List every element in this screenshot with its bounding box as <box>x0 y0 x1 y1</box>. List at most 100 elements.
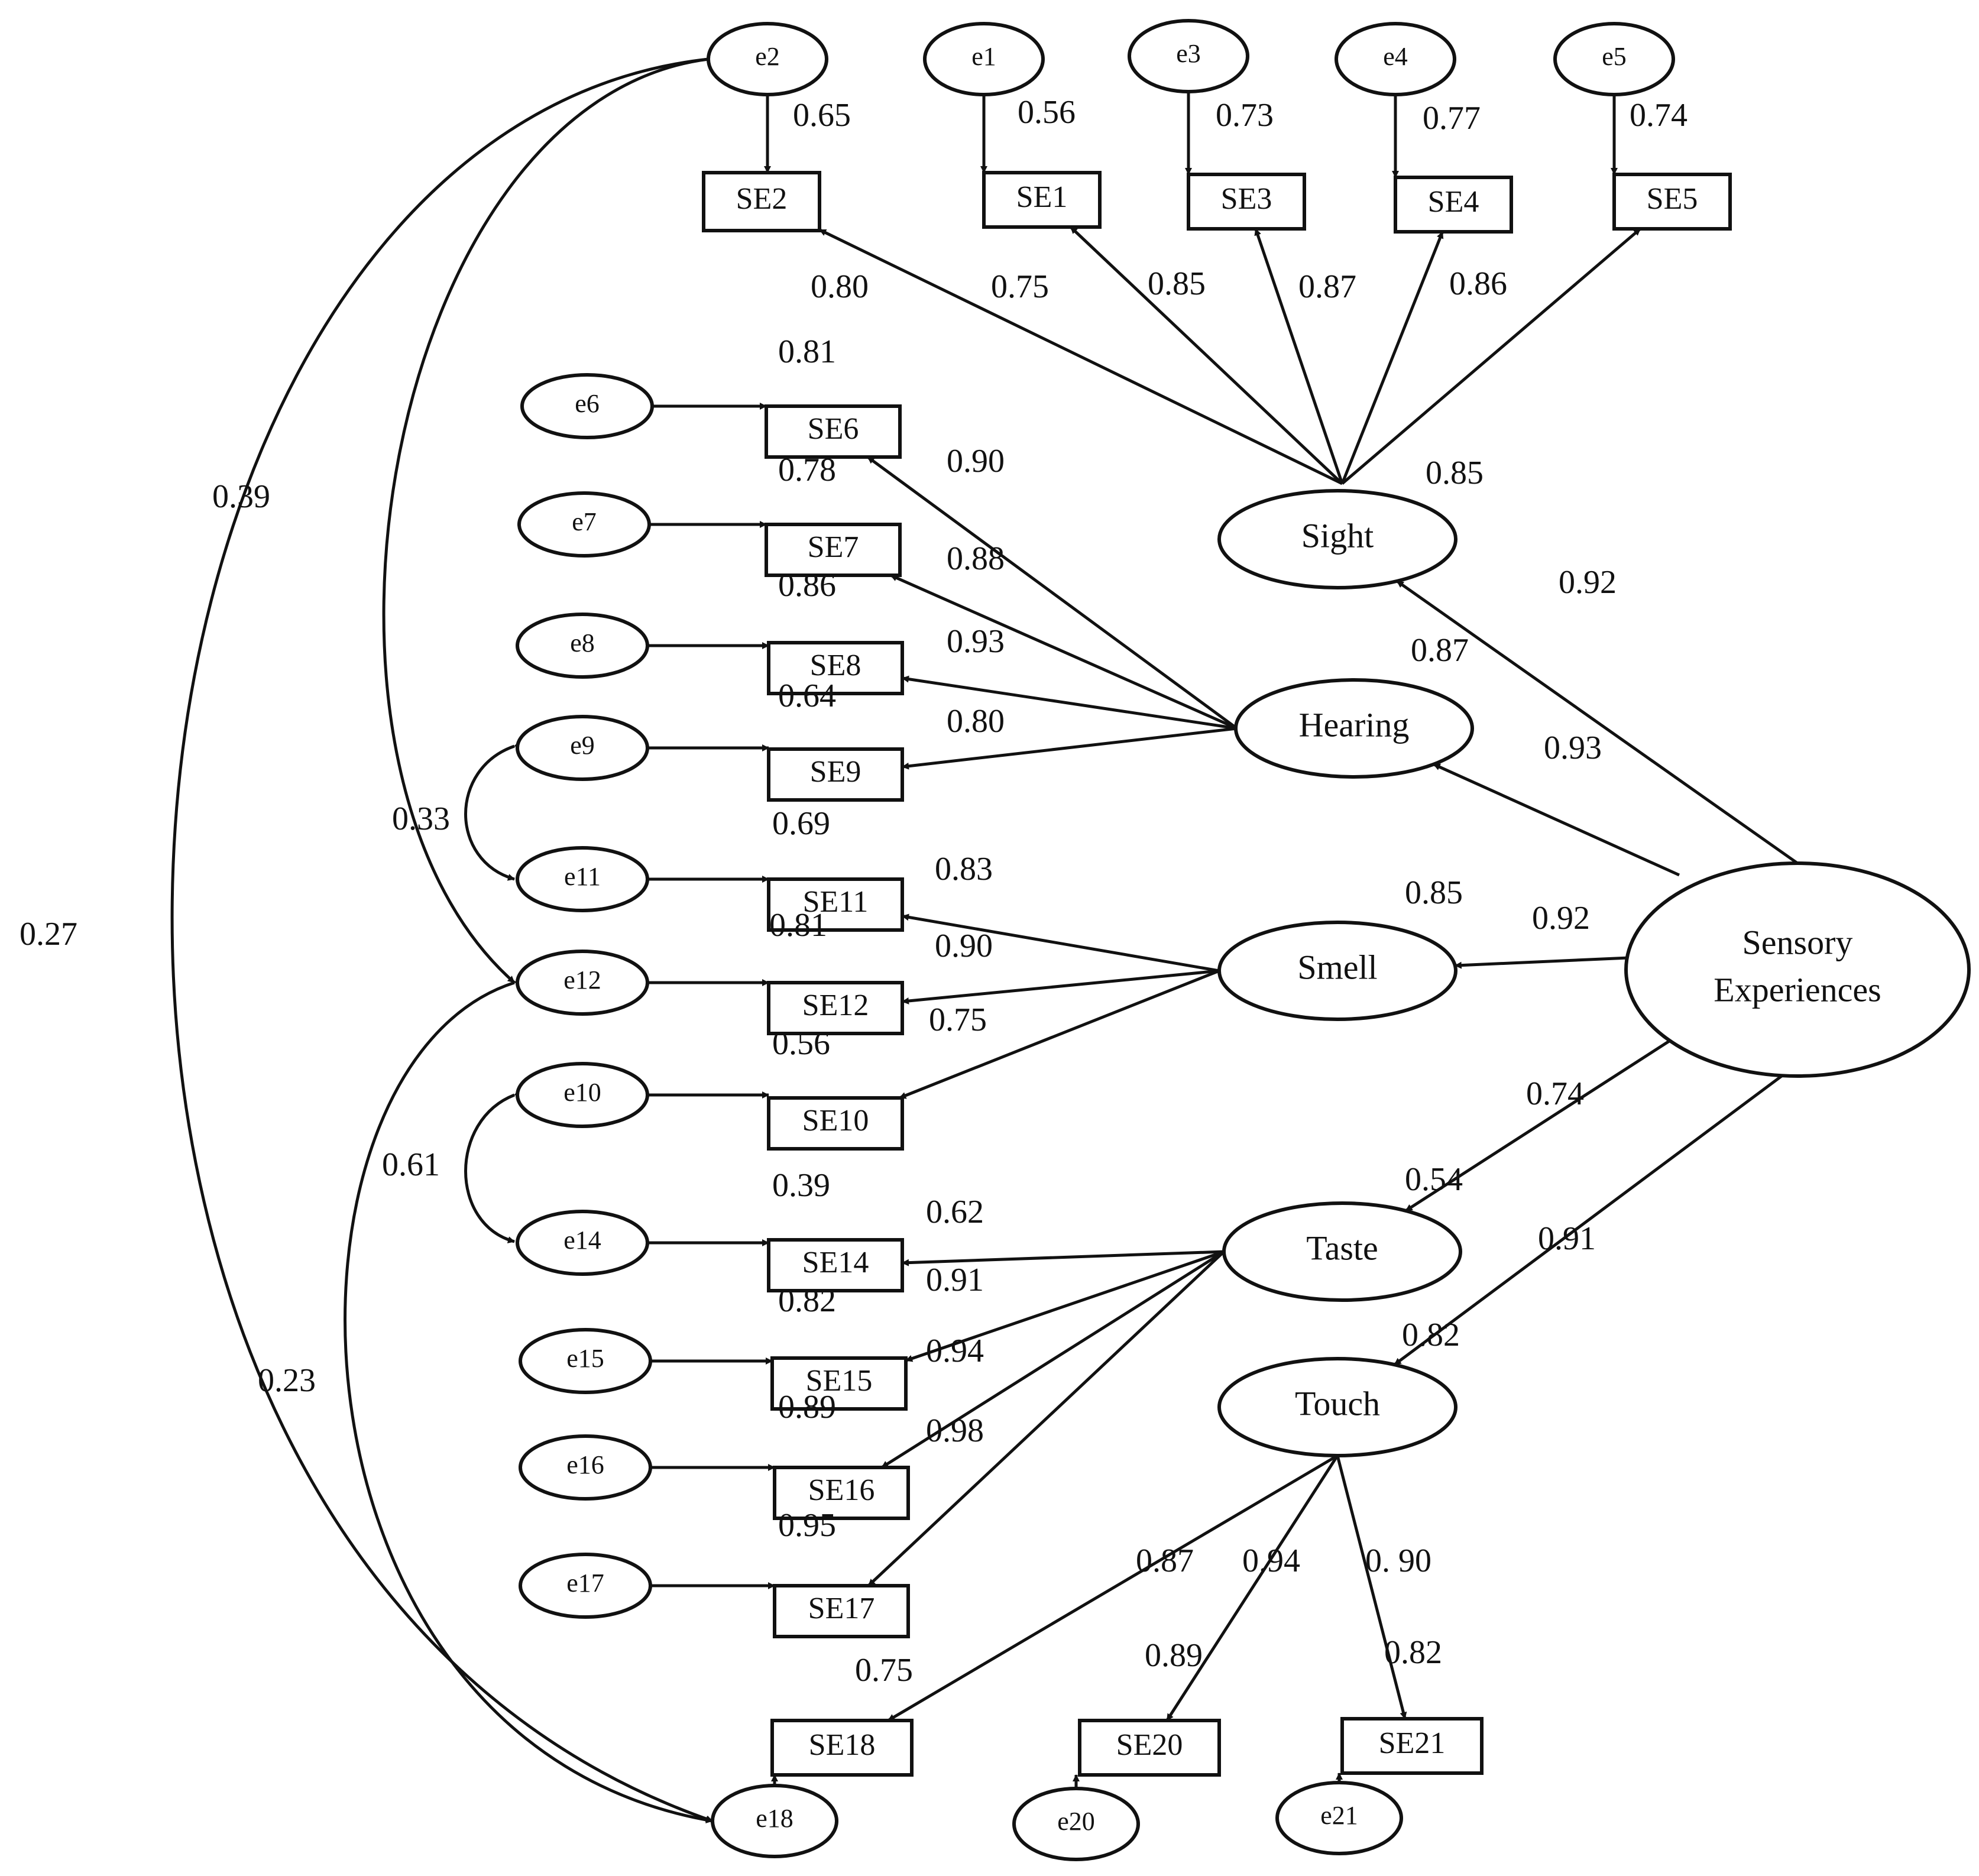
r2-label-taste: 0.54 <box>1405 1161 1463 1198</box>
r2-label-se6: 0.81 <box>778 333 836 370</box>
covariance-label-e9-e11: 0.33 <box>392 801 450 837</box>
latent-ellipse <box>1217 921 1457 1021</box>
error-e4: e4 <box>1335 22 1456 96</box>
r2-label-se1: 0.56 <box>1018 94 1076 131</box>
error-label: e4 <box>1383 42 1408 71</box>
r2-label-se20: 0.89 <box>1145 1637 1203 1674</box>
error-label: e18 <box>756 1804 793 1833</box>
error-ellipse <box>707 22 828 96</box>
r2-label-se4: 0.77 <box>1423 100 1481 137</box>
error-ellipse <box>519 1434 652 1501</box>
error-ellipse <box>516 1210 649 1276</box>
path-arrow-taste-to-se16 <box>880 1250 1225 1469</box>
error-e14: e14 <box>516 1210 649 1276</box>
loading-label-se12: 0.90 <box>935 928 993 964</box>
path-arrow-touch-to-se21 <box>1336 1455 1407 1719</box>
indicator-se3: SE3 <box>1187 173 1306 231</box>
indicator-se5: SE5 <box>1612 173 1732 231</box>
loading-label-se11: 0.83 <box>935 851 993 887</box>
indicator-box <box>767 747 904 802</box>
loading-label-se1: 0.75 <box>991 268 1049 305</box>
path-arrow-touch-to-se18 <box>887 1454 1339 1722</box>
covariance-arc-e12-e18 <box>344 977 713 1824</box>
loading-label-touch: 0.91 <box>1538 1220 1596 1257</box>
error-e8: e8 <box>516 613 649 679</box>
loading-label-se4: 0.87 <box>1298 268 1356 305</box>
indicator-label: SE9 <box>810 755 861 789</box>
r2-label-se18: 0.75 <box>855 1652 913 1689</box>
latent-smell: Smell <box>1217 921 1457 1021</box>
r2-label-se15: 0.82 <box>778 1282 836 1319</box>
edges-layer <box>647 92 1799 1788</box>
r2-label-se7: 0.78 <box>778 452 836 488</box>
error-label: e14 <box>563 1226 601 1255</box>
path-arrow-sight-to-se5 <box>1341 228 1641 485</box>
indicator-se14: SE14 <box>767 1238 904 1292</box>
indicator-label: SE8 <box>810 649 861 682</box>
latent-touch: Touch <box>1217 1357 1457 1457</box>
loading-label-se10: 0.75 <box>929 1002 987 1038</box>
indicator-box <box>767 1238 904 1292</box>
covariance-label-e12-e18: 0.23 <box>258 1362 316 1399</box>
error-label: e11 <box>564 862 601 891</box>
path-arrow-taste-to-se14 <box>902 1250 1225 1266</box>
r2-label-touch: 0.82 <box>1402 1317 1460 1353</box>
loading-label-se8: 0.93 <box>947 623 1005 660</box>
error-label: e16 <box>566 1450 604 1479</box>
r2-label-se8: 0.86 <box>778 567 836 604</box>
error-e20: e20 <box>1012 1787 1140 1861</box>
coefficient-labels: 0.920.850.930.870.920.850.740.540.910.82… <box>20 94 1688 1689</box>
indicator-se18: SE18 <box>770 1719 914 1777</box>
error-ellipse <box>516 1062 649 1128</box>
indicator-se4: SE4 <box>1394 176 1513 234</box>
r2-label-se21: 0.82 <box>1384 1634 1442 1671</box>
error-ellipse <box>1335 22 1456 96</box>
r2-label-se5: 0.74 <box>1630 97 1688 134</box>
path-arrow-smell-to-se12 <box>902 969 1220 1005</box>
error-ellipse <box>516 715 649 781</box>
covariance-label-e2-e12: 0.39 <box>212 478 270 515</box>
indicator-label: SE17 <box>808 1592 875 1625</box>
loading-label-se7: 0.88 <box>947 540 1005 577</box>
indicator-box <box>1078 1719 1221 1777</box>
loading-label-se21: 0. 90 <box>1365 1543 1431 1579</box>
latent-label: Experiences <box>1714 970 1881 1009</box>
indicator-label: SE11 <box>803 885 869 919</box>
indicator-se20: SE20 <box>1078 1719 1221 1777</box>
r2-label-se11: 0.69 <box>772 805 830 842</box>
latent-label: Taste <box>1306 1229 1378 1267</box>
error-label: e6 <box>575 389 600 418</box>
r2-label-se2: 0.65 <box>793 97 851 134</box>
indicator-label: SE12 <box>802 989 869 1022</box>
loading-label-smell: 0.92 <box>1532 900 1590 937</box>
error-ellipse <box>1012 1787 1140 1861</box>
indicator-se10: SE10 <box>767 1096 904 1151</box>
error-label: e10 <box>563 1078 601 1107</box>
covariance-label-e2-e18: 0.27 <box>20 916 77 952</box>
error-label: e7 <box>572 507 597 536</box>
path-arrow-hearing-to-se6 <box>867 455 1238 730</box>
latent-ellipse <box>1624 861 1971 1078</box>
loading-label-hearing: 0.93 <box>1544 730 1602 766</box>
indicator-box <box>982 171 1102 229</box>
loading-label-se5: 0.86 <box>1449 265 1507 302</box>
r2-label-se9: 0.64 <box>778 678 836 714</box>
path-arrow-sensory-to-taste <box>1405 1033 1680 1212</box>
error-ellipse <box>519 1328 652 1394</box>
indicator-box <box>773 1584 910 1638</box>
indicator-box <box>767 877 904 932</box>
indicator-box <box>770 1719 914 1777</box>
error-e7: e7 <box>517 491 651 558</box>
covariance-arc-e2-e18 <box>170 54 715 1823</box>
path-arrow-hearing-to-se7 <box>890 574 1238 730</box>
path-arrow-smell-to-se10 <box>899 969 1220 1100</box>
loading-label-se2: 0.80 <box>811 268 869 305</box>
indicator-label: SE5 <box>1647 182 1698 216</box>
error-label: e20 <box>1057 1807 1095 1836</box>
indicator-se9: SE9 <box>767 747 904 802</box>
indicator-se11: SE11 <box>767 877 904 932</box>
error-ellipse <box>1128 19 1249 93</box>
indicator-se17: SE17 <box>773 1584 910 1638</box>
error-label: e9 <box>570 731 595 760</box>
error-label: e2 <box>755 42 780 71</box>
